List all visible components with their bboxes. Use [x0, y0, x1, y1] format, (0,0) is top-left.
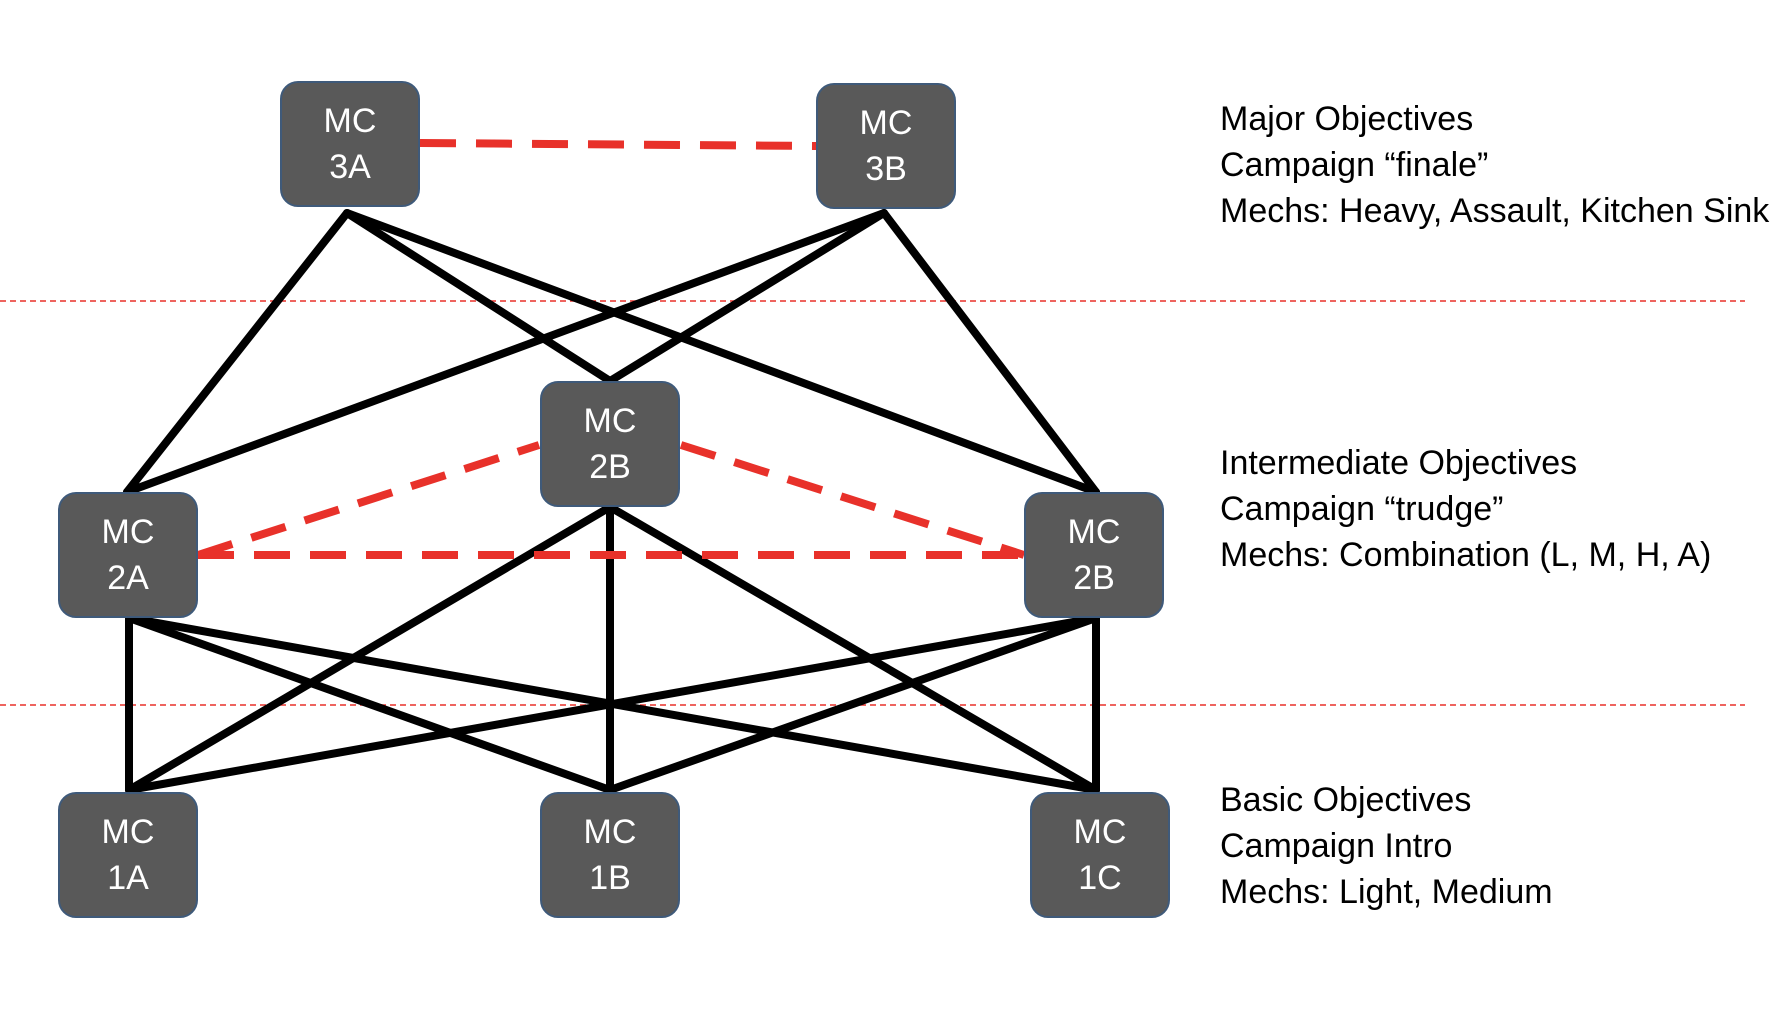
node-mc-1c-line2: 1C [1078, 859, 1122, 897]
dashed-2a-2b-center [196, 441, 541, 559]
node-mc-3a-line2: 3A [329, 148, 371, 186]
tier-basic-title: Basic Objectives [1220, 781, 1472, 819]
dashed-3a-3b [419, 139, 819, 150]
node-mc-1c: MC 1C [1030, 792, 1170, 918]
node-mc-2a-line2: 2A [107, 559, 149, 597]
tier-major-text: Major Objectives Campaign “finale” Mechs… [1220, 96, 1769, 234]
tier-major-subtitle: Campaign “finale” [1220, 146, 1489, 184]
tier-intermediate-mechs: Mechs: Combination (L, M, H, A) [1220, 536, 1712, 574]
dashed-2b-center-2b-right [679, 441, 1026, 559]
link-3a-2a [123, 209, 351, 496]
node-mc-1b: MC 1B [540, 792, 680, 918]
tier-intermediate-subtitle: Campaign “trudge” [1220, 490, 1504, 528]
tier-intermediate-title: Intermediate Objectives [1220, 444, 1578, 482]
tier-basic-mechs: Mechs: Light, Medium [1220, 873, 1553, 911]
node-mc-3a-line1: MC [323, 102, 377, 140]
node-mc-2b-right: MC 2B [1024, 492, 1164, 618]
dashed-links [196, 139, 1026, 559]
node-mc-3a: MC 3A [280, 81, 420, 207]
link-3a-2b-center [343, 209, 614, 385]
link-2b-right-1a [125, 614, 1100, 794]
tier-basic-subtitle: Campaign Intro [1220, 827, 1453, 865]
node-mc-1a-line2: 1A [107, 859, 149, 897]
node-mc-2b-center: MC 2B [540, 381, 680, 507]
node-mc-2b-center-line2: 2B [589, 448, 631, 486]
node-mc-2a-line1: MC [101, 513, 155, 551]
link-3b-2a [123, 209, 888, 496]
node-mc-2a: MC 2A [58, 492, 198, 618]
node-mc-3b: MC 3B [816, 83, 956, 209]
node-mc-2b-right-line1: MC [1067, 513, 1121, 551]
link-2b-right-1b [606, 614, 1100, 794]
link-2b-center-1c [606, 503, 1100, 794]
node-mc-3b-line2: 3B [865, 150, 907, 188]
node-mc-1a-line1: MC [101, 813, 155, 851]
tier-major-title: Major Objectives [1220, 100, 1474, 138]
node-mc-1b-line1: MC [583, 813, 637, 851]
tier-major-mechs: Mechs: Heavy, Assault, Kitchen Sink [1220, 192, 1770, 230]
link-2b-center-1a [125, 503, 614, 794]
tier-intermediate-text: Intermediate Objectives Campaign “trudge… [1220, 440, 1711, 578]
node-mc-1c-line1: MC [1073, 813, 1127, 851]
link-3a-2b-right [343, 209, 1100, 496]
node-mc-2b-right-line2: 2B [1073, 559, 1115, 597]
node-mc-1b-line2: 1B [589, 859, 631, 897]
link-3b-2b-right [880, 209, 1100, 496]
link-3b-2b-center [606, 209, 888, 385]
node-mc-1a: MC 1A [58, 792, 198, 918]
tier-basic-text: Basic Objectives Campaign Intro Mechs: L… [1220, 777, 1553, 915]
node-mc-3b-line1: MC [859, 104, 913, 142]
solid-links [123, 209, 1100, 794]
node-mc-2b-center-line1: MC [583, 402, 637, 440]
link-2a-1b [125, 614, 614, 794]
